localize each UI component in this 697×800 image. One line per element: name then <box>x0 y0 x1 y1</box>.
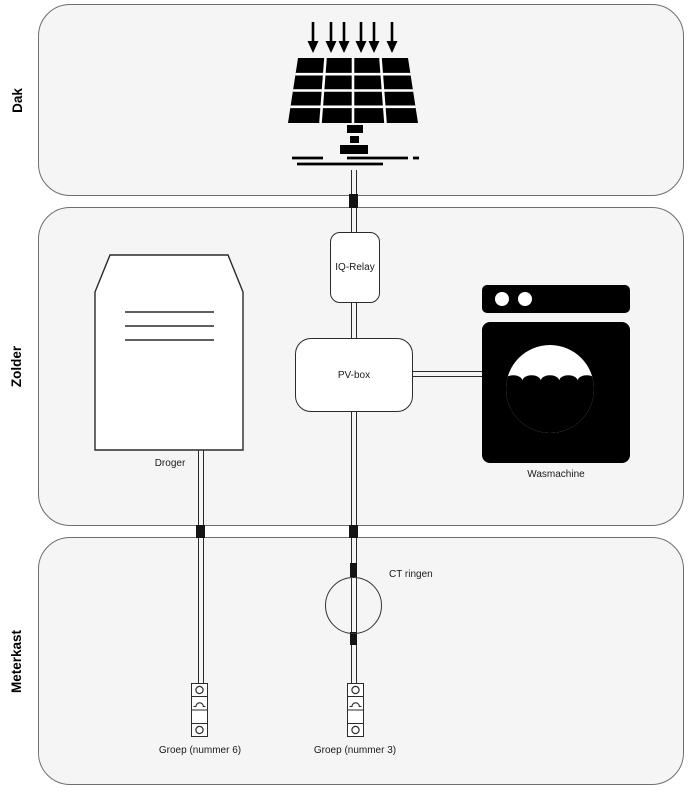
connector-pvbox-to-wasmachine <box>413 371 482 377</box>
washing-machine-icon <box>482 285 630 463</box>
section-label-dak: Dak <box>9 87 25 113</box>
ct-ring-label: CT ringen <box>389 569 433 580</box>
groep3-label: Groep (nummer 3) <box>313 745 397 756</box>
cable-crossing-mark <box>349 194 358 208</box>
groep6-label: Groep (nummer 6) <box>158 745 242 756</box>
dryer-icon <box>94 254 244 451</box>
section-label-meterkast: Meterkast <box>9 629 25 693</box>
connector-iqrelay-to-pvbox <box>351 303 357 338</box>
washing-machine-label: Wasmachine <box>527 469 585 480</box>
connector-pvbox-to-groep3 <box>351 412 357 683</box>
connector-droger-to-groep6 <box>198 450 204 683</box>
circuit-breaker-icon <box>191 683 208 737</box>
cable-crossing-mark <box>196 525 205 538</box>
iq-relay-label: IQ-Relay <box>335 262 375 273</box>
circuit-breaker-icon <box>347 683 364 737</box>
solar-panel-icon <box>288 22 419 166</box>
washer-knob-icon <box>495 292 509 306</box>
sun-arrows-icon <box>307 22 398 53</box>
section-label-zolder: Zolder <box>9 345 25 388</box>
ct-ring-mark <box>350 632 357 645</box>
pv-box-label: PV-box <box>337 369 371 381</box>
iq-relay-node: IQ-Relay <box>330 232 380 303</box>
ct-ring-mark <box>350 563 357 577</box>
pv-box-node: PV-box <box>295 338 413 412</box>
ct-ring-icon <box>325 577 382 634</box>
dryer-label: Droger <box>154 458 186 469</box>
washer-knob-icon <box>518 292 532 306</box>
cable-crossing-mark <box>349 525 358 538</box>
